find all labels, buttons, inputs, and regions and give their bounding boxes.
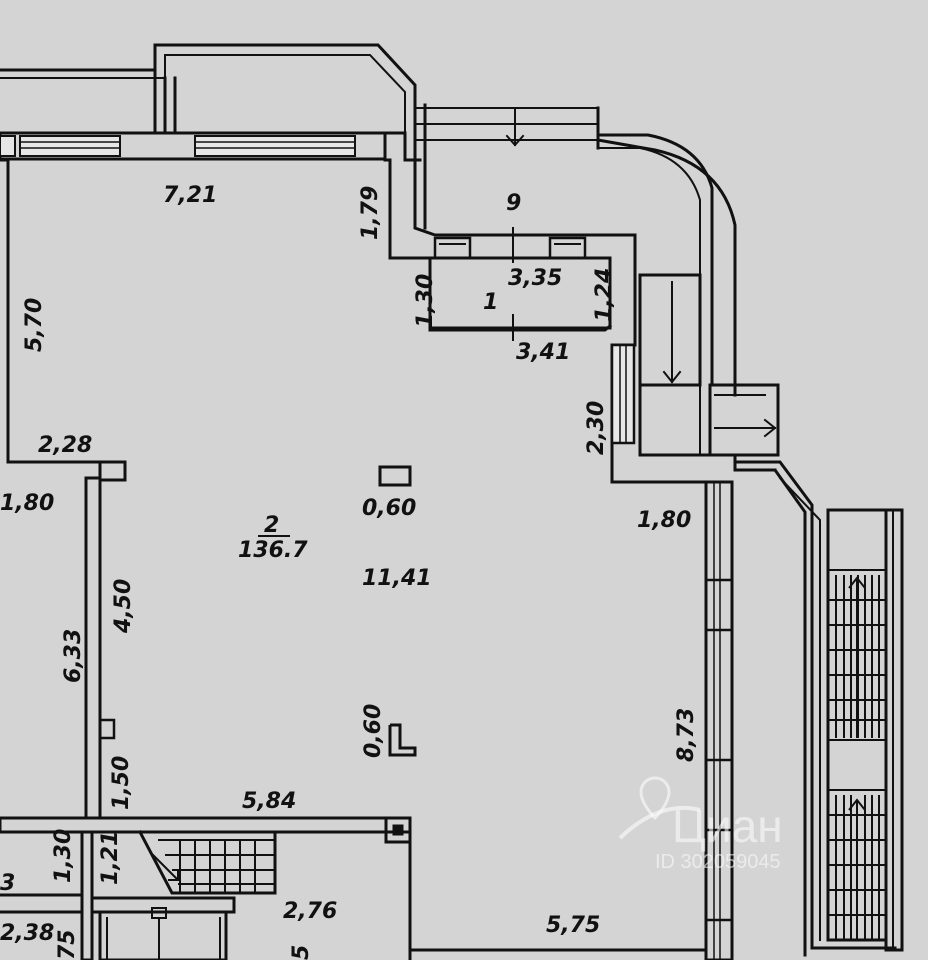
dim-2-30: 2,30 xyxy=(584,401,609,455)
dim-0-60-top: 0,60 xyxy=(362,496,416,521)
walls xyxy=(0,43,904,960)
stair-treads-upper xyxy=(828,575,886,738)
stair-landing xyxy=(638,273,702,387)
room-9-outline xyxy=(413,103,732,484)
watermark-id: ID 302059045 xyxy=(655,851,781,873)
dim-7-21: 7,21 xyxy=(163,183,217,208)
balcony-top-left xyxy=(0,43,417,139)
dim-4-50: 4,50 xyxy=(111,579,136,634)
dim-5-70: 5,70 xyxy=(22,298,47,352)
dim-1-80-right: 1,80 xyxy=(637,508,691,533)
dim-1-24: 1,24 xyxy=(592,268,617,322)
right-exterior-wall xyxy=(704,480,734,960)
dim-1-30-bottom: 1,30 xyxy=(51,829,76,883)
dim-1-80-left: 1,80 xyxy=(0,491,54,516)
dim-1-79: 1,79 xyxy=(358,186,383,240)
room-2-number: 2 xyxy=(264,513,279,538)
dim-75-partial: 75 xyxy=(55,929,80,960)
column-marker-top xyxy=(378,465,412,487)
room-1-label: 1 xyxy=(483,290,498,315)
dim-3-35: 3,35 xyxy=(508,266,562,291)
stair-treads-bottom xyxy=(149,839,275,893)
rounded-corner-wall xyxy=(596,133,714,387)
dim-5-75: 5,75 xyxy=(546,913,600,938)
window-top-2 xyxy=(194,135,356,157)
column-top xyxy=(98,460,127,482)
dim-5-partial: 5 xyxy=(289,945,314,960)
dim-2-38: 2,38 xyxy=(0,921,54,946)
interior-partition xyxy=(84,476,102,820)
window-top-1 xyxy=(19,135,121,157)
room-2-area: 136.7 xyxy=(238,538,308,563)
bottom-section xyxy=(0,816,708,960)
location-pin-icon xyxy=(639,776,671,821)
exterior-stair-outline xyxy=(733,460,897,950)
dim-1-30-top: 1,30 xyxy=(413,274,438,328)
dim-1-50: 1,50 xyxy=(109,756,134,810)
dim-5-84: 5,84 xyxy=(242,789,296,814)
dim-11-41: 11,41 xyxy=(362,566,432,591)
dim-1-21: 1,21 xyxy=(98,831,123,885)
column-marker-bottom xyxy=(388,723,417,757)
stair-treads-lower xyxy=(828,795,886,940)
dim-3-41: 3,41 xyxy=(516,340,570,365)
room-9-label: 9 xyxy=(506,191,521,216)
watermark: Циан ID 302059045 xyxy=(618,776,783,873)
dim-3-partial: 3 xyxy=(0,871,15,896)
watermark-brand: Циан xyxy=(672,800,783,852)
dim-2-76: 2,76 xyxy=(283,899,337,924)
dim-8-73: 8,73 xyxy=(674,708,699,762)
top-exterior-wall xyxy=(0,131,387,161)
room-1-closet xyxy=(428,256,612,330)
dim-0-60-bottom: 0,60 xyxy=(361,704,386,758)
logo-swoosh-icon xyxy=(618,805,701,840)
dim-6-33: 6,33 xyxy=(61,629,86,683)
dim-2-28: 2,28 xyxy=(38,433,92,458)
